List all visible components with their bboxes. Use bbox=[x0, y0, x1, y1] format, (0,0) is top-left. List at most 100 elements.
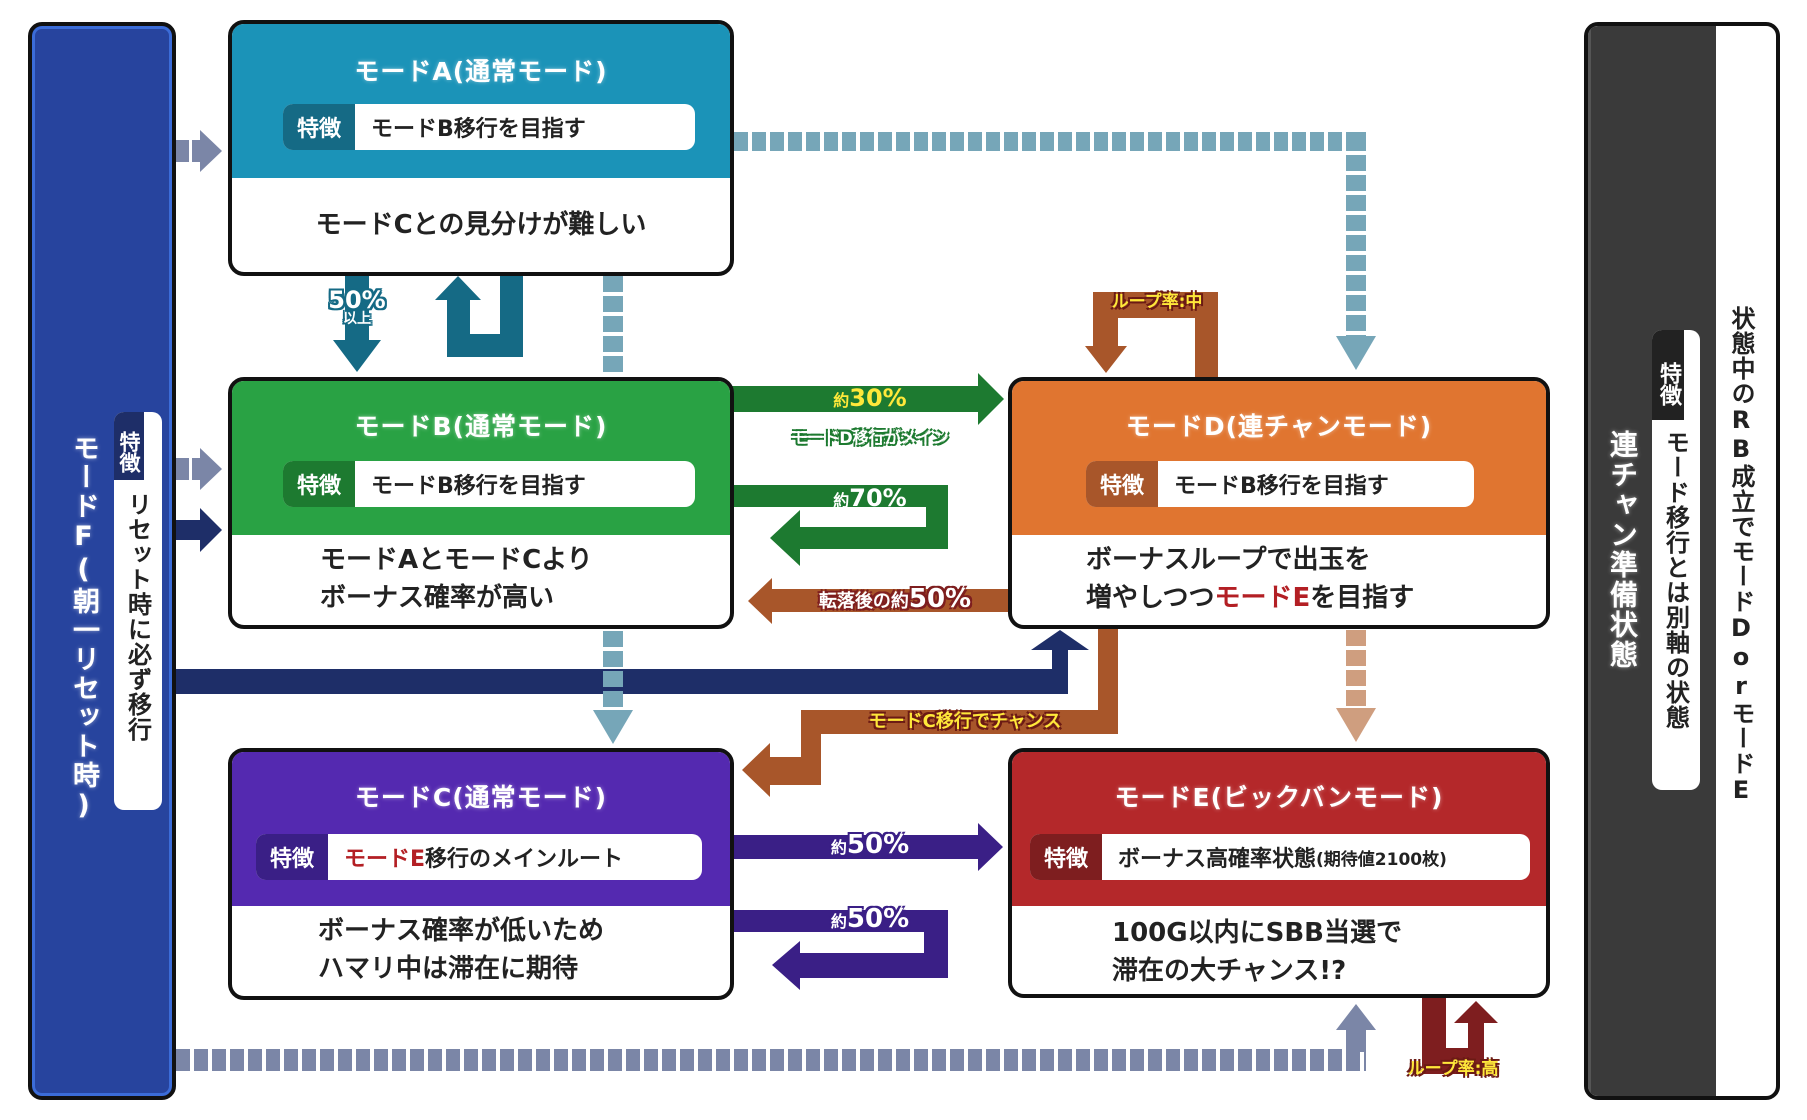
dash-segment bbox=[590, 1049, 604, 1071]
arrow-d-to-c bbox=[742, 625, 1118, 797]
dash-segment bbox=[603, 691, 623, 707]
dash-segment bbox=[603, 631, 623, 647]
mode-d-title: モードD(連チャンモード) bbox=[1125, 412, 1433, 441]
dash-segment bbox=[603, 651, 623, 667]
mode-e-feature-sub: (期待値2100枚) bbox=[1316, 849, 1447, 870]
mode-e-title: モードE(ビックバンモード) bbox=[1114, 783, 1444, 812]
dash-segment bbox=[374, 1049, 388, 1071]
dash-segment bbox=[968, 1049, 982, 1071]
mode-b-box[interactable]: モードB(通常モード) 特徴 モードB移行を目指す モードAとモードCより ボー… bbox=[228, 377, 734, 629]
mode-a-feature-text: モードB移行を目指す bbox=[371, 117, 586, 142]
mode-c-feature-rest: 移行のメインルート bbox=[425, 847, 624, 872]
label-e-loop: ループ率:高 bbox=[1407, 1059, 1499, 1079]
dash-segment bbox=[1346, 630, 1366, 646]
dash-segment bbox=[1220, 1049, 1234, 1071]
mode-f-panel[interactable]: モードF(朝一リセット時) 特徴 リセット時に必ず移行 bbox=[28, 22, 176, 1100]
dash-segment bbox=[1184, 132, 1198, 151]
dash-segment bbox=[752, 1049, 766, 1071]
dash-segment bbox=[1364, 1049, 1366, 1071]
mode-d-body-line2-highlight: モードE bbox=[1214, 583, 1311, 613]
dash-segment bbox=[356, 1049, 370, 1071]
dash-segment bbox=[464, 1049, 478, 1071]
arrow-d-loop bbox=[1085, 292, 1218, 377]
dash-segment bbox=[1202, 1049, 1216, 1071]
dash-segment bbox=[1022, 1049, 1036, 1071]
arrow-f-to-a bbox=[176, 130, 222, 172]
dash-segment bbox=[842, 132, 856, 151]
dash-segment bbox=[1328, 1049, 1342, 1071]
pct-b-stay: 70% bbox=[849, 484, 907, 512]
dash-segment bbox=[1346, 1030, 1366, 1052]
pct-b-to-d: 30% bbox=[849, 384, 907, 412]
arrow-b-to-d bbox=[732, 373, 1004, 425]
dash-segment bbox=[1058, 1049, 1072, 1071]
mode-b-title: モードB(通常モード) bbox=[354, 412, 608, 441]
mode-b-body: モードAとモードCより ボーナス確率が高い bbox=[320, 541, 730, 617]
mode-e-feature-tag: 特徴 bbox=[1030, 834, 1103, 880]
arrow-f-to-b-solid bbox=[176, 508, 222, 552]
mode-c-body-line1: ボーナス確率が低いため bbox=[318, 916, 605, 946]
dash-segment bbox=[518, 1049, 532, 1071]
dash-segment bbox=[1238, 1049, 1252, 1071]
dash-segment bbox=[1346, 132, 1366, 151]
dash-segment bbox=[1040, 132, 1054, 151]
dash-segment bbox=[680, 1049, 694, 1071]
arrow-c-to-e bbox=[732, 823, 1003, 871]
mode-e-box[interactable]: モードE(ビックバンモード) 特徴 ボーナス高確率状態(期待値2100枚) 10… bbox=[1008, 748, 1550, 998]
sub-a-to-b: 以上 bbox=[343, 311, 371, 327]
dash-segment bbox=[1346, 1049, 1360, 1071]
mode-a-title: モードA(通常モード) bbox=[354, 57, 608, 86]
label-b-to-d: 約30% bbox=[760, 384, 980, 412]
dash-segment bbox=[986, 1049, 1000, 1071]
dash-segment bbox=[320, 1049, 334, 1071]
arrow-f-to-d bbox=[176, 630, 1089, 694]
renchan-prep-feature-box: 特徴 モード移行とは別軸の状態 bbox=[1652, 330, 1700, 790]
mode-d-box[interactable]: モードD(連チャンモード) 特徴 モードB移行を目指す ボーナスループで出玉を … bbox=[1008, 377, 1550, 629]
dash-segment bbox=[500, 1049, 514, 1071]
dash-segment bbox=[603, 316, 623, 332]
mode-b-feature: 特徴 モードB移行を目指す bbox=[283, 461, 695, 507]
mode-b-feature-text: モードB移行を目指す bbox=[371, 474, 586, 499]
prefix-d-to-b: 転落後の約 bbox=[818, 591, 909, 612]
dash-segment bbox=[1256, 1049, 1270, 1071]
mode-c-body: ボーナス確率が低いため ハマリ中は滞在に期待 bbox=[318, 912, 730, 988]
dash-segment bbox=[1112, 1049, 1126, 1071]
mode-d-header bbox=[1012, 381, 1546, 535]
label-c-stay: 約50% bbox=[780, 906, 960, 932]
dash-segment bbox=[446, 1049, 460, 1071]
dash-segment bbox=[1274, 132, 1288, 151]
dash-segment bbox=[603, 276, 623, 292]
dash-segment bbox=[1076, 132, 1090, 151]
dash-segment bbox=[603, 356, 623, 372]
arrow-a-to-d bbox=[734, 132, 1376, 370]
mode-e-feature-main: ボーナス高確率状態 bbox=[1118, 847, 1317, 872]
dash-segment bbox=[176, 1049, 190, 1071]
dash-segment bbox=[392, 1049, 406, 1071]
prefix-c-stay: 約 bbox=[830, 912, 847, 931]
dash-segment bbox=[1292, 1049, 1306, 1071]
dash-segment bbox=[1346, 255, 1366, 271]
mode-c-body-line2: ハマリ中は滞在に期待 bbox=[318, 954, 579, 984]
dash-segment bbox=[824, 132, 838, 151]
dash-segment bbox=[824, 1049, 838, 1071]
renchan-prep-feature-text: モード移行とは別軸の状態 bbox=[1661, 430, 1690, 730]
dash-segment bbox=[626, 1049, 640, 1071]
dash-segment bbox=[896, 132, 910, 151]
dash-segment bbox=[914, 1049, 928, 1071]
dash-segment bbox=[1166, 1049, 1180, 1071]
arrow-d-to-b bbox=[748, 578, 1010, 624]
label-b-stay: 約70% bbox=[780, 484, 960, 512]
mode-e-feature: 特徴 ボーナス高確率状態(期待値2100枚) bbox=[1030, 834, 1530, 880]
mode-a-box[interactable]: モードA(通常モード) 特徴 モードB移行を目指す モードCとの見分けが難しい bbox=[228, 20, 734, 276]
dash-segment bbox=[1310, 132, 1324, 151]
dash-segment bbox=[248, 1049, 262, 1071]
dash-segment bbox=[842, 1049, 856, 1071]
renchan-prep-panel[interactable]: 連チャン準備状態 特徴 モード移行とは別軸の状態 状態中のRB成立でモードDor… bbox=[1584, 22, 1780, 1100]
dash-segment bbox=[986, 132, 1000, 151]
dash-segment bbox=[1148, 1049, 1162, 1071]
dash-segment bbox=[968, 132, 982, 151]
dash-segment bbox=[860, 132, 874, 151]
